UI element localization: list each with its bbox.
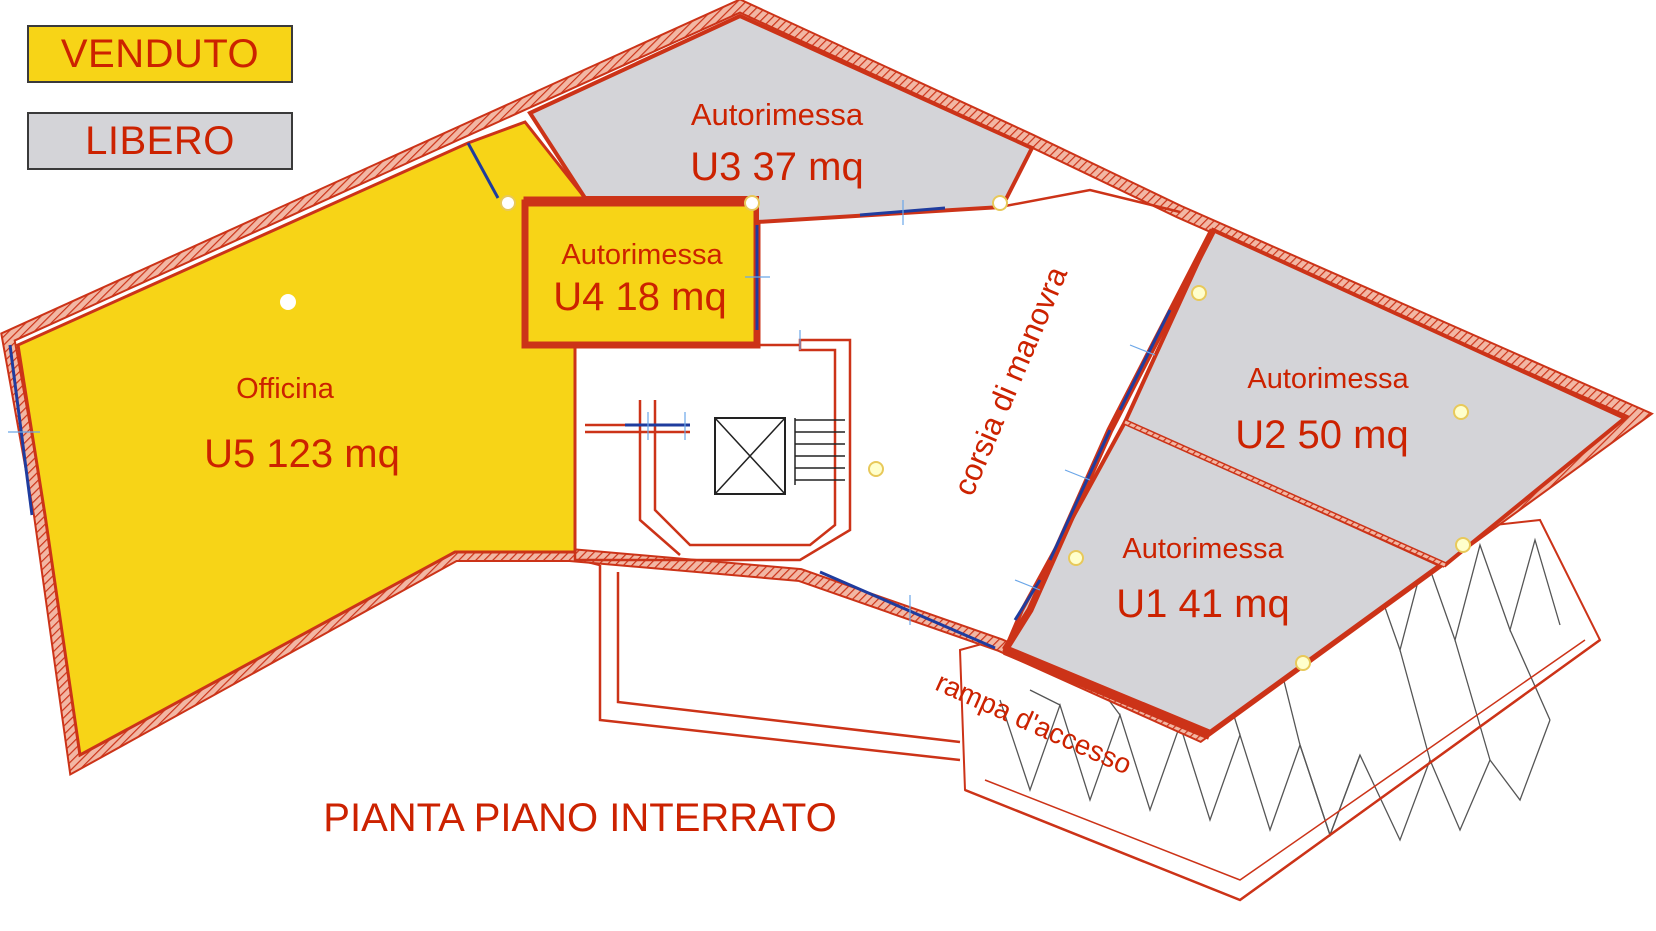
unit-u5-type-label: Officina: [236, 373, 335, 405]
legend-sold: VENDUTO: [27, 25, 293, 83]
unit-u2-type-label: Autorimessa: [1247, 363, 1409, 395]
legend-sold-label: VENDUTO: [60, 31, 260, 76]
legend-free-label: LIBERO: [85, 118, 235, 163]
unit-u3-name-label: U3 37 mq: [690, 145, 863, 189]
unit-u1-type-label: Autorimessa: [1122, 533, 1284, 565]
plan-title: PIANTA PIANO INTERRATO: [323, 796, 836, 840]
unit-u1-name-label: U1 41 mq: [1116, 582, 1289, 626]
unit-u5-name-label: U5 123 mq: [204, 432, 400, 476]
node-dots: [280, 195, 1471, 671]
windows: [8, 142, 1172, 650]
legend-free: LIBERO: [27, 112, 293, 170]
unit-u4-name-label: U4 18 mq: [553, 275, 726, 319]
window-ticks: [8, 200, 1156, 625]
unit-u4-type-label: Autorimessa: [561, 239, 723, 271]
unit-u3-type-label: Autorimessa: [691, 97, 864, 132]
unit-u4-area[interactable]: [521, 199, 761, 349]
unit-u2-name-label: U2 50 mq: [1235, 413, 1408, 457]
